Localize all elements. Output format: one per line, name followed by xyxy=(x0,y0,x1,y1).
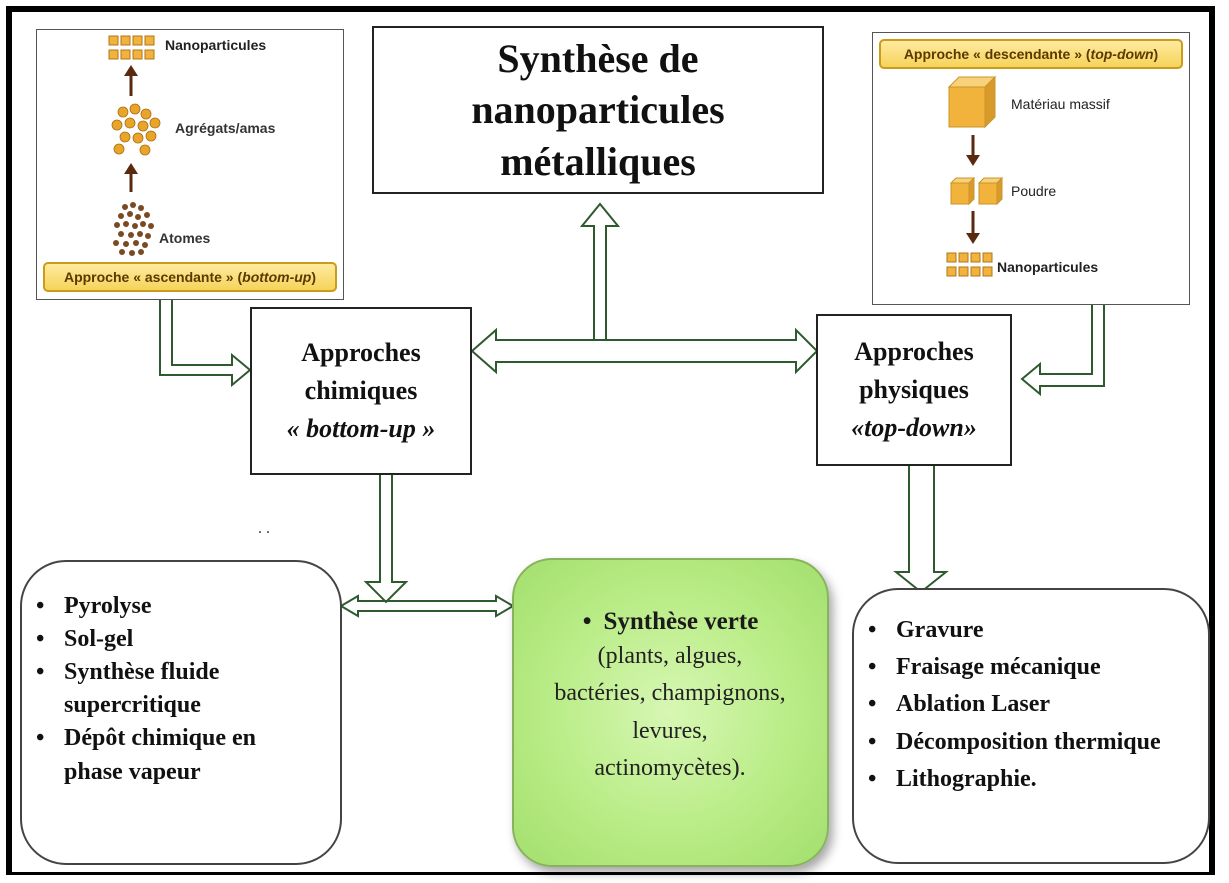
banner-suffix: ) xyxy=(311,269,317,285)
top-down-banner: Approche « descendante » (top-down) xyxy=(879,39,1183,69)
chem-line-2: chimiques xyxy=(304,376,418,406)
banner-term: bottom-up xyxy=(242,269,312,285)
nanoparticle-cubes-icon xyxy=(108,35,155,60)
physical-methods-box: Gravure Fraisage mécanique Ablation Lase… xyxy=(852,588,1210,864)
bulk-material-icon xyxy=(947,75,997,129)
stray-marks: .. xyxy=(258,520,274,537)
bottom-up-panel: Nanoparticules Agrégats/amas Atomes Appr… xyxy=(36,29,344,300)
banner-suffix: ) xyxy=(1153,46,1159,62)
down-arrow-icon xyxy=(966,211,980,244)
list-item: Pyrolyse xyxy=(22,590,340,623)
chemical-methods-box: Pyrolyse Sol-gel Synthèse fluide supercr… xyxy=(20,560,342,865)
green-title-row: •Synthèse verte xyxy=(582,608,759,635)
down-arrow-icon xyxy=(966,135,980,166)
label-aggregates: Agrégats/amas xyxy=(175,120,276,136)
arrow-bottomup-to-chem xyxy=(159,300,252,388)
bottom-up-banner: Approche « ascendante » (bottom-up) xyxy=(43,262,337,292)
arrow-to-title xyxy=(579,202,621,340)
label-atoms: Atomes xyxy=(159,230,211,246)
chem-line-1: Approches xyxy=(301,338,421,368)
top-down-panel: Approche « descendante » (top-down) xyxy=(872,32,1190,305)
green-synthesis-box: •Synthèse verte (plants, algues, bactéri… xyxy=(512,558,829,867)
outer-frame xyxy=(6,6,1215,875)
chem-term: « bottom-up » xyxy=(252,410,470,448)
green-title: Synthèse verte xyxy=(603,608,759,635)
list-item: Synthèse fluide supercritique xyxy=(22,656,264,722)
chem-term-text: « bottom-up » xyxy=(286,413,436,443)
atoms-icon xyxy=(113,202,154,256)
label-nanoparticles: Nanoparticules xyxy=(165,37,267,53)
banner-prefix: Approche « ascendante » ( xyxy=(63,269,243,285)
phys-term-text: «top-down» xyxy=(851,412,977,442)
nanoparticle-cubes-icon xyxy=(946,252,993,277)
chemical-approaches-box: Approches chimiques « bottom-up » xyxy=(250,307,472,475)
list-item: Fraisage mécanique xyxy=(854,649,1208,686)
label-bulk-material: Matériau massif xyxy=(1011,96,1110,112)
powder-icon xyxy=(949,176,1004,206)
aggregates-icon xyxy=(111,103,161,156)
list-item: Décomposition thermique xyxy=(854,724,1208,761)
list-item: Lithographie. xyxy=(854,761,1208,798)
title-box: Synthèse de nanoparticules métalliques xyxy=(372,26,824,194)
bottom-up-illustration xyxy=(108,35,161,256)
banner-prefix: Approche « descendante » ( xyxy=(903,46,1091,62)
green-description: (plants, algues, bactéries, champignons,… xyxy=(554,643,786,782)
label-nanoparticles: Nanoparticules xyxy=(997,259,1099,275)
phys-line-1: Approches xyxy=(854,337,974,367)
phys-term: «top-down» xyxy=(818,409,1010,447)
list-item: Gravure xyxy=(854,612,1208,649)
arrow-chem-phys xyxy=(470,327,819,375)
up-arrow-icon xyxy=(124,65,138,96)
phys-line-2: physiques xyxy=(859,375,969,405)
diagram-title: Synthèse de nanoparticules métalliques xyxy=(471,36,725,184)
arrow-chem-down xyxy=(363,475,409,604)
arrow-phys-down xyxy=(893,466,949,594)
arrow-topdown-to-phys xyxy=(1020,305,1105,397)
arrow-list-green xyxy=(339,594,515,618)
list-item: Sol-gel xyxy=(22,623,340,656)
banner-term: top-down xyxy=(1090,46,1154,62)
list-item: Ablation Laser xyxy=(854,686,1208,723)
label-powder: Poudre xyxy=(1011,183,1057,199)
up-arrow-icon xyxy=(124,163,138,192)
physical-approaches-box: Approches physiques «top-down» xyxy=(816,314,1012,466)
list-item: Dépôt chimique en phase vapeur xyxy=(22,722,284,788)
top-down-illustration xyxy=(946,75,1004,277)
